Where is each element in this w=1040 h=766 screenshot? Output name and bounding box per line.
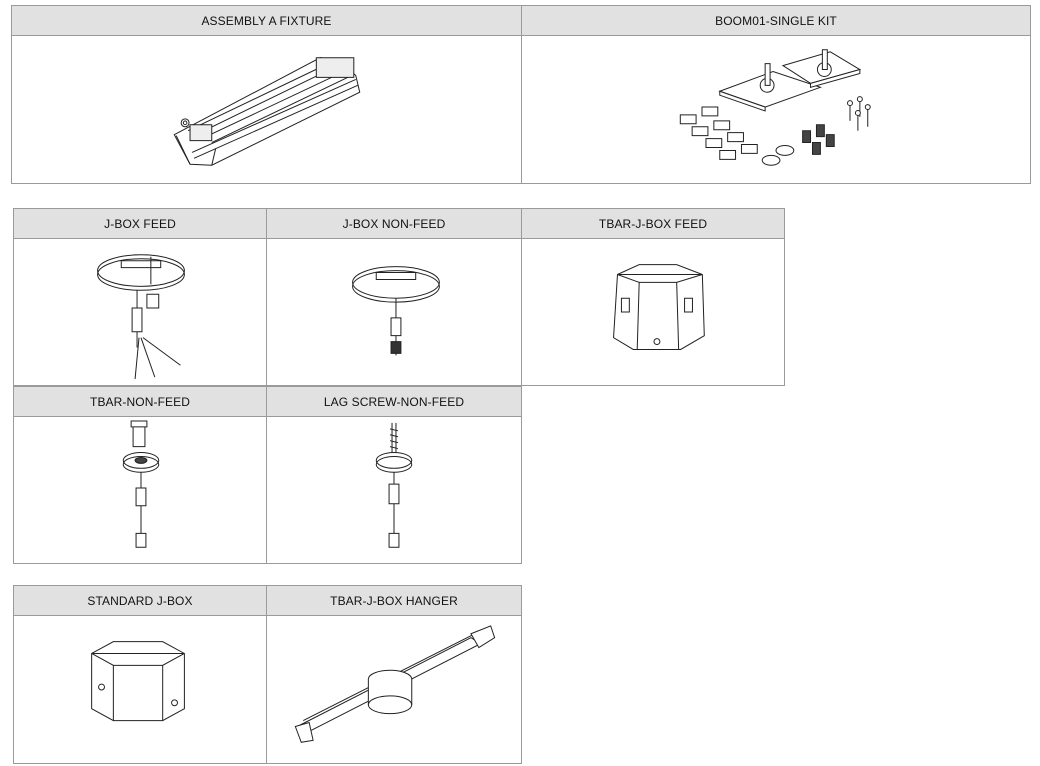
panel-title: J-BOX NON-FEED [267, 209, 521, 239]
octagon-box-icon [522, 239, 784, 385]
panel-boom01-single-kit: BOOM01-SINGLE KIT [521, 5, 1031, 184]
panel-title: TBAR-NON-FEED [14, 387, 266, 417]
panel-tbar-j-box-feed: TBAR-J-BOX FEED [521, 208, 785, 386]
lag-screw-canopy-icon [267, 417, 521, 563]
panel-title: BOOM01-SINGLE KIT [522, 6, 1030, 36]
panel-title: J-BOX FEED [14, 209, 266, 239]
panel-tbar-non-feed: TBAR-NON-FEED [13, 386, 267, 564]
panel-j-box-feed: J-BOX FEED [13, 208, 267, 386]
panel-j-box-non-feed: J-BOX NON-FEED [266, 208, 522, 386]
panel-standard-j-box: STANDARD J-BOX [13, 585, 267, 764]
mounting-kit-icon [522, 36, 1030, 183]
panel-title: ASSEMBLY A FIXTURE [12, 6, 521, 36]
tbar-clip-canopy-icon [14, 417, 266, 563]
linear-fixture-icon [12, 36, 521, 183]
jbox-nonfeed-canopy-icon [267, 239, 521, 385]
panel-tbar-j-box-hanger: TBAR-J-BOX HANGER [266, 585, 522, 764]
standard-jbox-icon [14, 616, 266, 763]
panel-title: TBAR-J-BOX FEED [522, 209, 784, 239]
panel-title: STANDARD J-BOX [14, 586, 266, 616]
panel-assembly-a-fixture: ASSEMBLY A FIXTURE [11, 5, 522, 184]
panel-title: TBAR-J-BOX HANGER [267, 586, 521, 616]
panel-lag-screw-non-feed: LAG SCREW-NON-FEED [266, 386, 522, 564]
jbox-feed-canopy-icon [14, 239, 266, 385]
panel-title: LAG SCREW-NON-FEED [267, 387, 521, 417]
tbar-hanger-icon [267, 616, 521, 763]
